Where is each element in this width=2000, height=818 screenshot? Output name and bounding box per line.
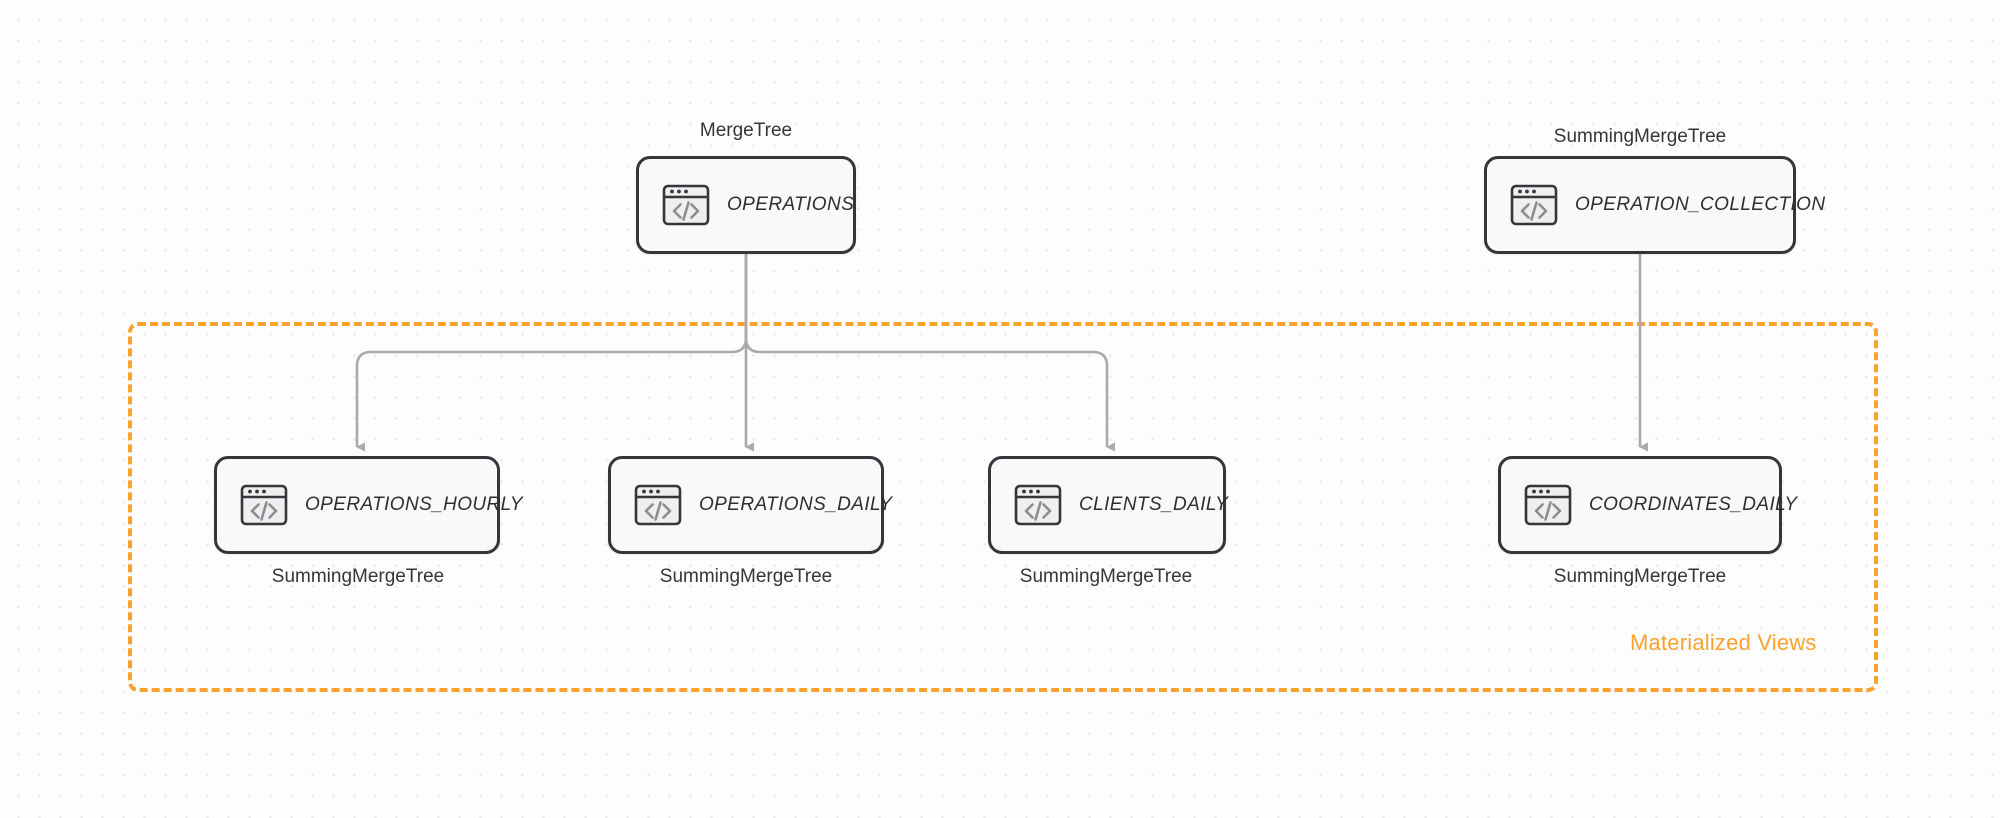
engine-caption-operations-daily: SummingMergeTree (659, 566, 833, 587)
node-coordinates-daily[interactable]: COORDINATES_DAILY (1498, 456, 1797, 554)
code-window-icon (1013, 480, 1063, 530)
node-operation-collection[interactable]: OPERATION_COLLECTION (1484, 156, 1825, 254)
code-window-icon (1509, 180, 1559, 230)
node-label: OPERATIONS (727, 194, 855, 215)
node-clients-daily[interactable]: CLIENTS_DAILY (988, 456, 1229, 554)
node-operations-hourly[interactable]: OPERATIONS_HOURLY (214, 456, 523, 554)
node-label: OPERATIONS_DAILY (699, 494, 893, 515)
engine-caption-operations-hourly: SummingMergeTree (271, 566, 445, 587)
code-window-icon (661, 180, 711, 230)
engine-caption-operation-collection: SummingMergeTree (1553, 126, 1727, 147)
node-label: CLIENTS_DAILY (1079, 494, 1229, 515)
node-label: COORDINATES_DAILY (1589, 494, 1798, 515)
engine-caption-coordinates-daily: SummingMergeTree (1553, 566, 1727, 587)
node-label: OPERATIONS_HOURLY (305, 494, 523, 515)
engine-caption-clients-daily: SummingMergeTree (1019, 566, 1193, 587)
materialized-views-group-label: Materialized Views (1630, 630, 1817, 655)
engine-caption-operations: MergeTree (699, 120, 793, 141)
code-window-icon (633, 480, 683, 530)
node-operations[interactable]: OPERATIONS (636, 156, 856, 254)
code-window-icon (239, 480, 289, 530)
node-operations-daily[interactable]: OPERATIONS_DAILY (608, 456, 892, 554)
node-label: OPERATION_COLLECTION (1575, 194, 1826, 215)
code-window-icon (1523, 480, 1573, 530)
